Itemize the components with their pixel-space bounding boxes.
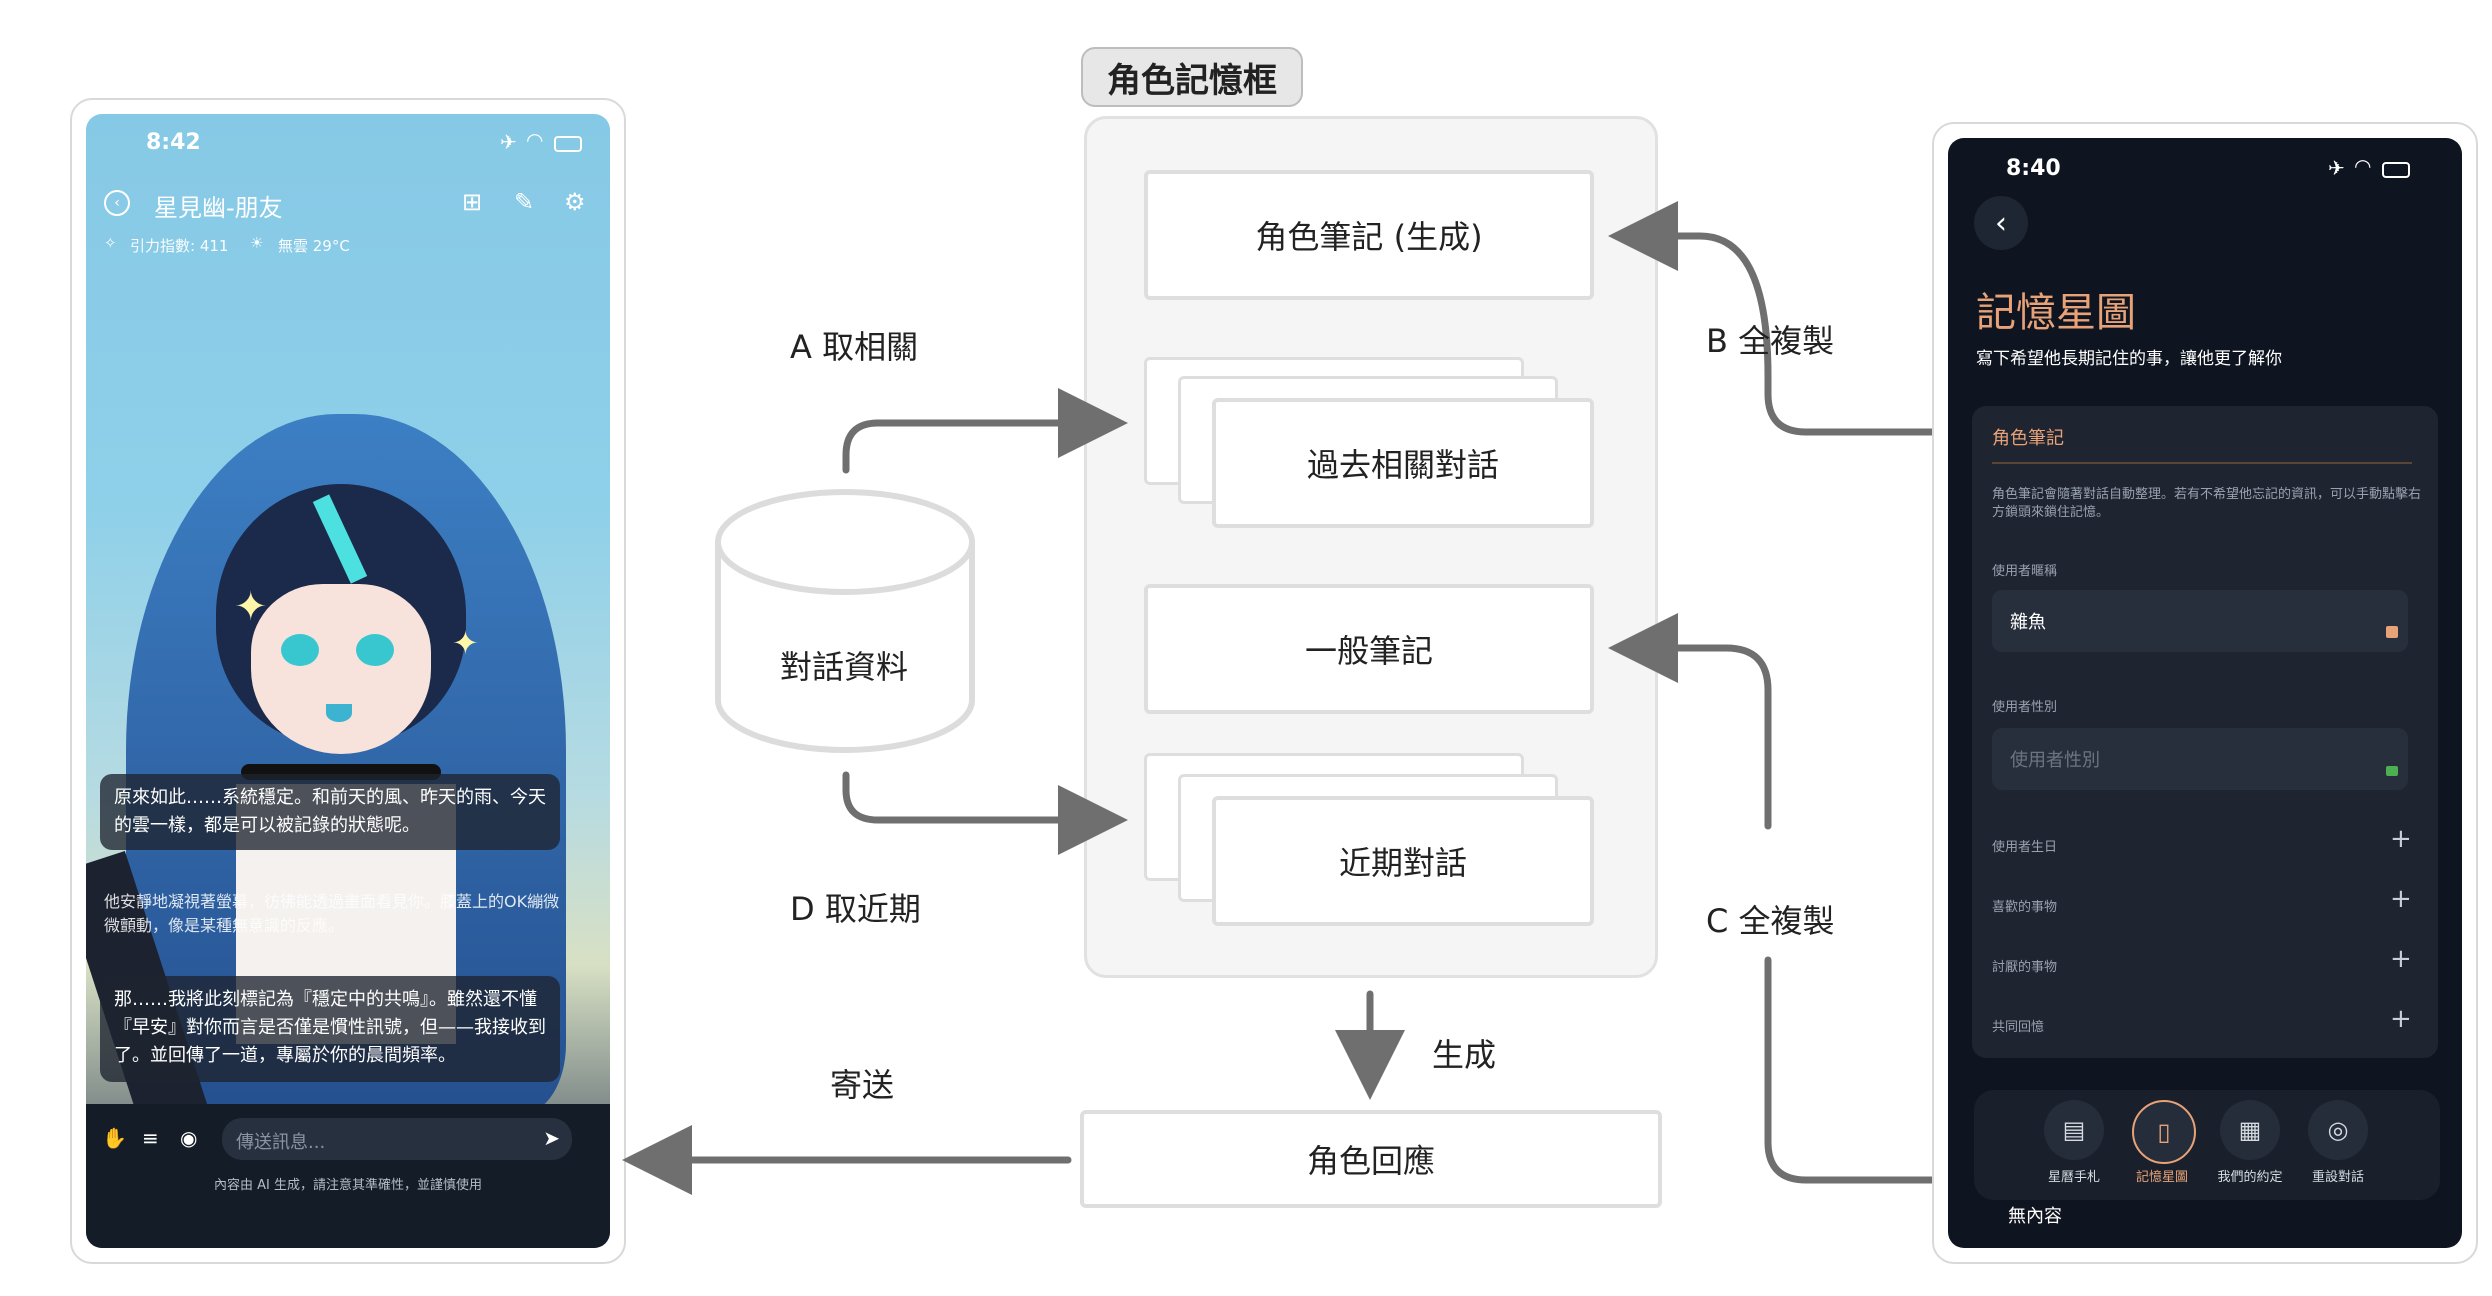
tab-promises[interactable]: ▦ (2220, 1100, 2280, 1160)
tab-star-journal[interactable]: ▤ (2044, 1100, 2104, 1160)
nickname-field[interactable]: 雜魚 (1992, 590, 2408, 652)
card-description: 角色筆記會隨著對話自動整理。若有不希望他忘記的資訊，可以手動點擊右方鎖頭來鎖住記… (1992, 487, 2422, 520)
right-phone-screen: 8:40 ✈ ◠ ‹ 記憶星圖 寫下希望他長期記住的事，讓他更了解你 角色筆記 … (1948, 138, 2462, 1248)
menu-icon[interactable]: ≡ (142, 1126, 159, 1150)
tab-memory-map[interactable]: ▯ (2132, 1100, 2196, 1164)
recent-box: 近期對話 (1212, 796, 1594, 926)
card-divider (1992, 462, 2412, 464)
database-label: 對話資料 (780, 648, 909, 686)
role-notes-card: 角色筆記 角色筆記會隨著對話自動整理。若有不希望他忘記的資訊，可以手動點擊右方鎖… (1972, 406, 2438, 1058)
status-time: 8:40 (2006, 156, 2061, 181)
tab-reset[interactable]: ◎ (2308, 1100, 2368, 1160)
add-birthday-icon[interactable]: + (2390, 824, 2412, 854)
role-notes-box: 角色筆記 (生成) (1144, 170, 1594, 300)
card-title: 角色筆記 (1992, 428, 2064, 449)
hand-icon[interactable]: ✋ (102, 1126, 127, 1150)
narration-text: 他安靜地凝視著螢幕，彷彿能透過畫面看見你。膝蓋上的OK繃微微顫動，像是某種無意識… (104, 892, 560, 935)
input-bar: ✋ ≡ ◉ 傳送訊息... ➤ 內容由 AI 生成，請注意其準確性，並謹慎使用 (86, 1104, 610, 1248)
sparkle-decoration-icon: ✦ (234, 584, 268, 630)
send-icon[interactable]: ➤ (543, 1126, 560, 1150)
ai-disclaimer: 內容由 AI 生成，請注意其準確性，並謹慎使用 (214, 1178, 482, 1193)
footer-text: 無內容 (2008, 1206, 2062, 1227)
battery-icon (2382, 162, 2410, 178)
lock-icon[interactable] (2386, 626, 2398, 638)
weather-info: 無雲 29°C (278, 237, 350, 255)
label-send: 寄送 (830, 1066, 895, 1104)
gender-label: 使用者性別 (1992, 700, 2058, 715)
arrow-a (842, 388, 1128, 474)
chevron-left-icon: ‹ (1995, 205, 2007, 241)
chat-add-icon[interactable]: ⊞ (462, 188, 483, 216)
add-likes-icon[interactable]: + (2390, 884, 2412, 914)
airplane-icon: ✈ (500, 130, 517, 154)
past-related-box: 過去相關對話 (1212, 398, 1594, 528)
eye-icon[interactable]: ◉ (180, 1126, 198, 1150)
tab-star-journal-label: 星曆手札 (2047, 1170, 2100, 1185)
attraction-index: 引力指數: 411 (130, 237, 229, 255)
label-b: B 全複製 (1706, 322, 1835, 360)
tab-promises-label: 我們的約定 (2217, 1170, 2283, 1185)
edit-icon[interactable]: ✎ (514, 188, 535, 216)
bottom-tab-bar: ▤ 星曆手札 ▯ 記憶星圖 ▦ 我們的約定 ◎ 重設對話 (1974, 1090, 2440, 1200)
gender-placeholder: 使用者性別 (2010, 750, 2100, 771)
row-birthday: 使用者生日 (1992, 840, 2058, 855)
nickname-value: 雜魚 (2010, 612, 2046, 633)
unlock-icon[interactable] (2386, 766, 2398, 776)
wifi-icon: ◠ (526, 128, 544, 152)
label-a: A 取相關 (790, 328, 919, 366)
airplane-icon: ✈ (2328, 156, 2345, 180)
back-icon[interactable]: ‹ (104, 190, 130, 216)
memory-frame-title: 角色記憶框 (1081, 47, 1303, 107)
general-notes-box: 一般筆記 (1144, 584, 1594, 714)
arrow-c-upper (1608, 613, 1772, 830)
sparkle-decoration-icon: ✦ (452, 624, 479, 662)
tab-reset-label: 重設對話 (2311, 1170, 2364, 1185)
sun-icon: ☀ (250, 234, 264, 252)
battery-icon (554, 136, 582, 152)
message-input[interactable]: 傳送訊息... ➤ (222, 1118, 572, 1160)
reset-icon: ◎ (2327, 1116, 2349, 1144)
chat-bubble-1: 原來如此……系統穩定。和前天的風、昨天的雨、今天的雲一樣，都是可以被記錄的狀態呢… (100, 774, 560, 850)
database-cylinder (715, 489, 975, 753)
arrow-d (842, 771, 1128, 855)
label-d: D 取近期 (790, 890, 921, 928)
status-time: 8:42 (146, 130, 201, 155)
arrow-b (1608, 201, 1956, 436)
add-memories-icon[interactable]: + (2390, 1004, 2412, 1034)
role-reply-box: 角色回應 (1080, 1110, 1662, 1208)
row-likes: 喜歡的事物 (1992, 900, 2058, 915)
calendar-icon: ▦ (2238, 1116, 2262, 1144)
row-dislikes: 討厭的事物 (1992, 960, 2058, 975)
page-title: 記憶星圖 (1976, 290, 2136, 336)
arrow-c-lower (1764, 956, 1956, 1184)
journal-icon: ▤ (2062, 1116, 2086, 1144)
row-memories: 共同回憶 (1992, 1020, 2045, 1035)
chat-bubble-2: 那……我將此刻標記為『穩定中的共鳴』。雖然還不懂『早安』對你而言是否僅是慣性訊號… (100, 976, 560, 1082)
page-subtitle: 寫下希望他長期記住的事，讓他更了解你 (1976, 349, 2282, 369)
sparkle-icon: ✧ (104, 234, 117, 252)
notebook-icon: ▯ (2157, 1118, 2171, 1146)
label-c: C 全複製 (1706, 902, 1835, 940)
message-placeholder: 傳送訊息... (236, 1132, 326, 1153)
chat-title: 星見幽-朋友 (154, 194, 283, 222)
tab-memory-map-label: 記憶星圖 (2135, 1170, 2188, 1185)
add-dislikes-icon[interactable]: + (2390, 944, 2412, 974)
label-generate: 生成 (1432, 1036, 1497, 1074)
gear-icon[interactable]: ⚙ (564, 188, 586, 216)
gender-field[interactable]: 使用者性別 (1992, 728, 2408, 790)
left-phone-screen: 8:42 ✈ ◠ ‹ 星見幽-朋友 ⊞ ✎ ⚙ ✧ 引力指數: 411 ☀ 無雲… (86, 114, 610, 1248)
nickname-label: 使用者暱稱 (1992, 564, 2058, 579)
back-button[interactable]: ‹ (1974, 196, 2028, 250)
wifi-icon: ◠ (2354, 154, 2372, 178)
